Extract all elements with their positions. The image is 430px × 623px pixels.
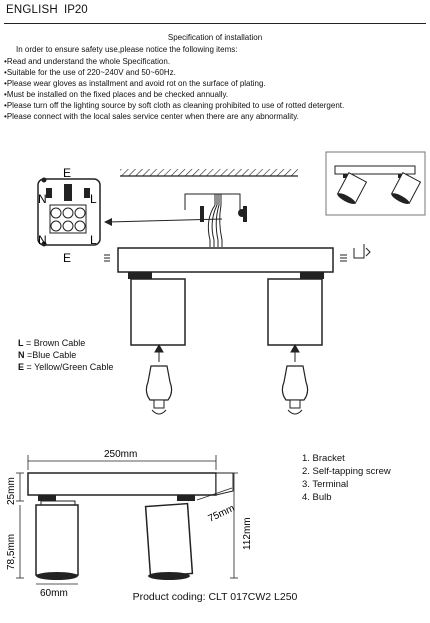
spec-intro: In order to ensure safety use,please not…: [16, 45, 238, 54]
fixture-bracket: [117, 247, 334, 279]
mounting-wires: [184, 193, 241, 247]
arrow-head-icon: [104, 218, 112, 226]
dimension-shade-height: 78,5mm: [6, 534, 17, 570]
spotlight-shade-left: [130, 278, 186, 346]
legend-letter: N: [18, 350, 25, 360]
legend-row: N =Blue Cable: [18, 350, 76, 360]
ceiling: [120, 169, 298, 177]
legend-letter: L: [18, 338, 24, 348]
spec-title: Specification of installation: [167, 33, 263, 42]
spotlight-shade-right: [267, 278, 323, 346]
header-divider: [4, 23, 426, 24]
legend-text: = Brown Cable: [23, 338, 86, 348]
dimension-bracket-height: 25mm: [6, 477, 17, 505]
terminal-label-live-top: L: [90, 192, 97, 206]
part-item: 2. Self-tapping screw: [302, 466, 391, 477]
legend-letter: E: [18, 362, 25, 372]
dimension-depth: 75mm: [207, 503, 237, 525]
spec-item: Please wear gloves as installment and av…: [4, 78, 344, 89]
dimension-shade-diameter: 60mm: [40, 588, 68, 599]
legend-row: E = Yellow/Green Cable: [18, 362, 113, 372]
terminal-block: [37, 177, 101, 247]
parts-list: 1. Bracket 2. Self-tapping screw 3. Term…: [302, 452, 391, 504]
screw-icon: [200, 206, 247, 222]
dimension-drawing: [27, 472, 234, 580]
terminal-label-neutral-bottom: N: [38, 233, 47, 247]
leader-arrow: [107, 218, 223, 223]
dimension-total-height: 112mm: [242, 517, 253, 550]
spec-item: Please connect with the local sales serv…: [4, 111, 344, 122]
spec-item: Please turn off the lighting source by s…: [4, 100, 344, 111]
bulb-left: [145, 343, 173, 415]
legend-text: = Yellow/Green Cable: [24, 362, 114, 372]
part-item: 4. Bulb: [302, 492, 332, 503]
spec-item: Suitable for the use of 220~240V and 50~…: [4, 67, 344, 78]
spec-item: Must be installed on the fixed places an…: [4, 89, 344, 100]
legend-row: L = Brown Cable: [18, 338, 85, 348]
part-item: 3. Terminal: [302, 479, 349, 490]
terminal-label-earth-top: E: [63, 166, 71, 180]
product-coding: Product coding: CLT 017CW2 L250: [132, 591, 298, 603]
terminal-label-neutral-top: N: [38, 192, 47, 206]
part-item: 1. Bracket: [302, 453, 345, 464]
product-thumbnail: [325, 151, 426, 216]
terminal-label-live-bottom: L: [90, 233, 97, 247]
bulb-right: [281, 343, 309, 415]
dimension-lines: [16, 455, 238, 585]
ip-rating: IP20: [64, 4, 88, 16]
dimension-length: 250mm: [104, 449, 137, 460]
legend-text: =Blue Cable: [24, 350, 77, 360]
spec-list: Read and understand the whole Specificat…: [4, 56, 344, 122]
terminal-label-earth-bottom: E: [63, 251, 71, 265]
language-label: ENGLISH: [6, 4, 58, 16]
spec-item: Read and understand the whole Specificat…: [4, 56, 344, 67]
side-screw-icon: [104, 244, 371, 262]
